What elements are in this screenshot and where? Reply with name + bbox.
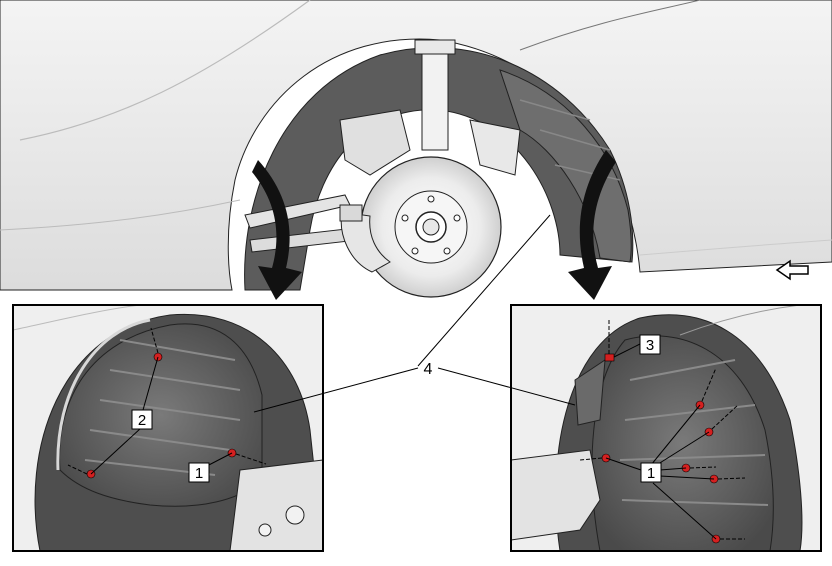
suspension-bracket-left	[229, 459, 323, 551]
strut-top-mount	[414, 39, 456, 55]
brake-caliper	[340, 211, 391, 273]
callout-box	[639, 334, 661, 355]
detail-frame-left	[12, 304, 324, 552]
curved-arrow-down-icon	[568, 150, 616, 300]
curved-arrow-down-icon	[252, 160, 302, 300]
overview-view	[0, 0, 832, 300]
callout-label-3: 3	[646, 337, 654, 354]
callout-label-1: 1	[195, 465, 203, 482]
wheel-stud-holes	[401, 195, 461, 255]
liner-ribs-left	[84, 339, 241, 476]
callout-box	[640, 462, 662, 483]
caliper-bracket	[339, 204, 363, 222]
liner-rib	[554, 164, 621, 181]
wheelhouse-liner-right	[591, 335, 774, 551]
body-crease-line	[0, 199, 241, 231]
detail-view-right: 3 1	[510, 304, 822, 552]
body-crease-line	[519, 0, 701, 51]
liner-rib	[539, 129, 611, 151]
clip-marker-icon	[604, 320, 615, 362]
liner-flap-right	[574, 359, 606, 426]
leader-lines-4	[253, 214, 576, 413]
callout-box	[131, 409, 153, 430]
callout-label-1: 1	[647, 465, 655, 482]
callout-label-4: 4	[424, 361, 433, 378]
bolt-left	[285, 505, 305, 525]
hub-center	[422, 218, 440, 236]
upper-link	[469, 119, 521, 176]
leader-lines-right	[605, 343, 717, 540]
callout-label-2: 2	[138, 412, 146, 429]
bolt-left	[258, 523, 272, 537]
wheelhouse-liner-main	[499, 69, 632, 263]
suspension-knuckle	[339, 109, 411, 176]
liner-ribs-right	[619, 359, 769, 506]
callout-box	[188, 462, 210, 483]
suspension-bracket-right	[511, 449, 601, 541]
body-crease-line	[639, 239, 832, 256]
body-crease-line	[19, 0, 311, 141]
liner-outer-edge-left	[56, 318, 151, 471]
suspension-strut	[421, 44, 449, 151]
arrow-left-outline-icon	[775, 259, 809, 281]
detail-view-left: 2 1	[12, 304, 324, 552]
liner-rib	[519, 99, 591, 121]
body-edge-right	[679, 305, 801, 336]
detail-frame-right	[510, 304, 822, 552]
body-edge-left	[13, 305, 141, 331]
